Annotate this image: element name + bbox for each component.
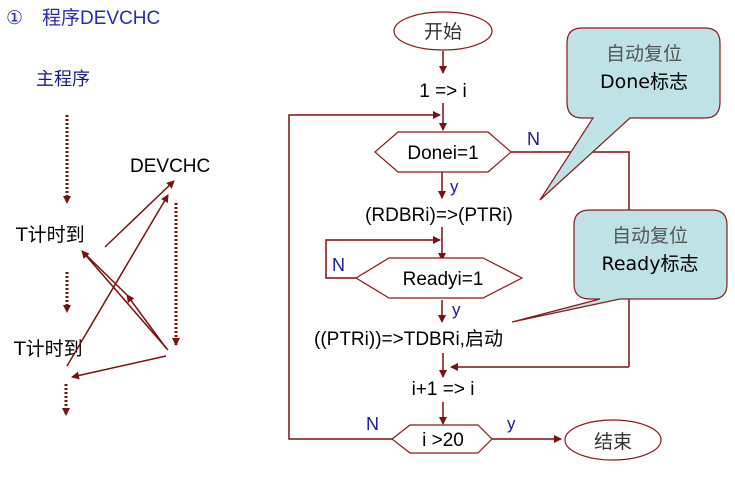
loop-no-label: N [366,414,379,434]
timer-label-2: T计时到 [13,338,83,360]
arrow-devchc-return-to-timer2 [71,355,167,380]
page-title: 程序DEVCHC [42,7,160,29]
arrow-devchc-return-to-timer1 [81,250,169,351]
init-step: 1 => i [419,81,467,102]
callout-ready-line2: Ready标志 [602,253,699,275]
title-marker: ① [6,7,23,29]
callout-ready [511,209,728,323]
return-line-1 [81,250,128,296]
done-yes-label: y [450,177,459,196]
callout-done-line1: 自动复位 [606,43,682,65]
main-program-label: 主程序 [36,69,90,90]
start-terminal [393,11,493,51]
timer-label-1: T计时到 [15,224,85,246]
ready-no-label: N [332,255,345,275]
done-check-label: Donei=1 [407,143,478,164]
loop-check-label: i >20 [422,430,464,451]
ready-decision [354,257,524,299]
ready-no-loop [325,236,441,279]
end-label: 结束 [594,431,632,453]
read-step: (RDBRi)=>(PTRi) [365,205,513,226]
loop-yes-label: y [507,414,516,433]
ready-yes-label: y [452,300,461,319]
callout-done [539,27,721,201]
ready-check-label: Readyi=1 [403,269,484,290]
callout-done-line2: Done标志 [600,71,688,93]
done-no-label: N [527,129,540,149]
devchc-label: DEVCHC [130,156,210,177]
increment-step: i+1 => i [412,379,475,400]
loop-back-path [288,111,441,440]
write-step: ((PTRi))=>TDBRi,启动 [314,328,503,350]
arrow-timer2-to-devchc [66,194,169,367]
callout-ready-line1: 自动复位 [612,225,688,247]
start-label: 开始 [424,21,462,43]
end-terminal [564,419,662,461]
arrow-timer1-to-devchc [104,180,175,248]
